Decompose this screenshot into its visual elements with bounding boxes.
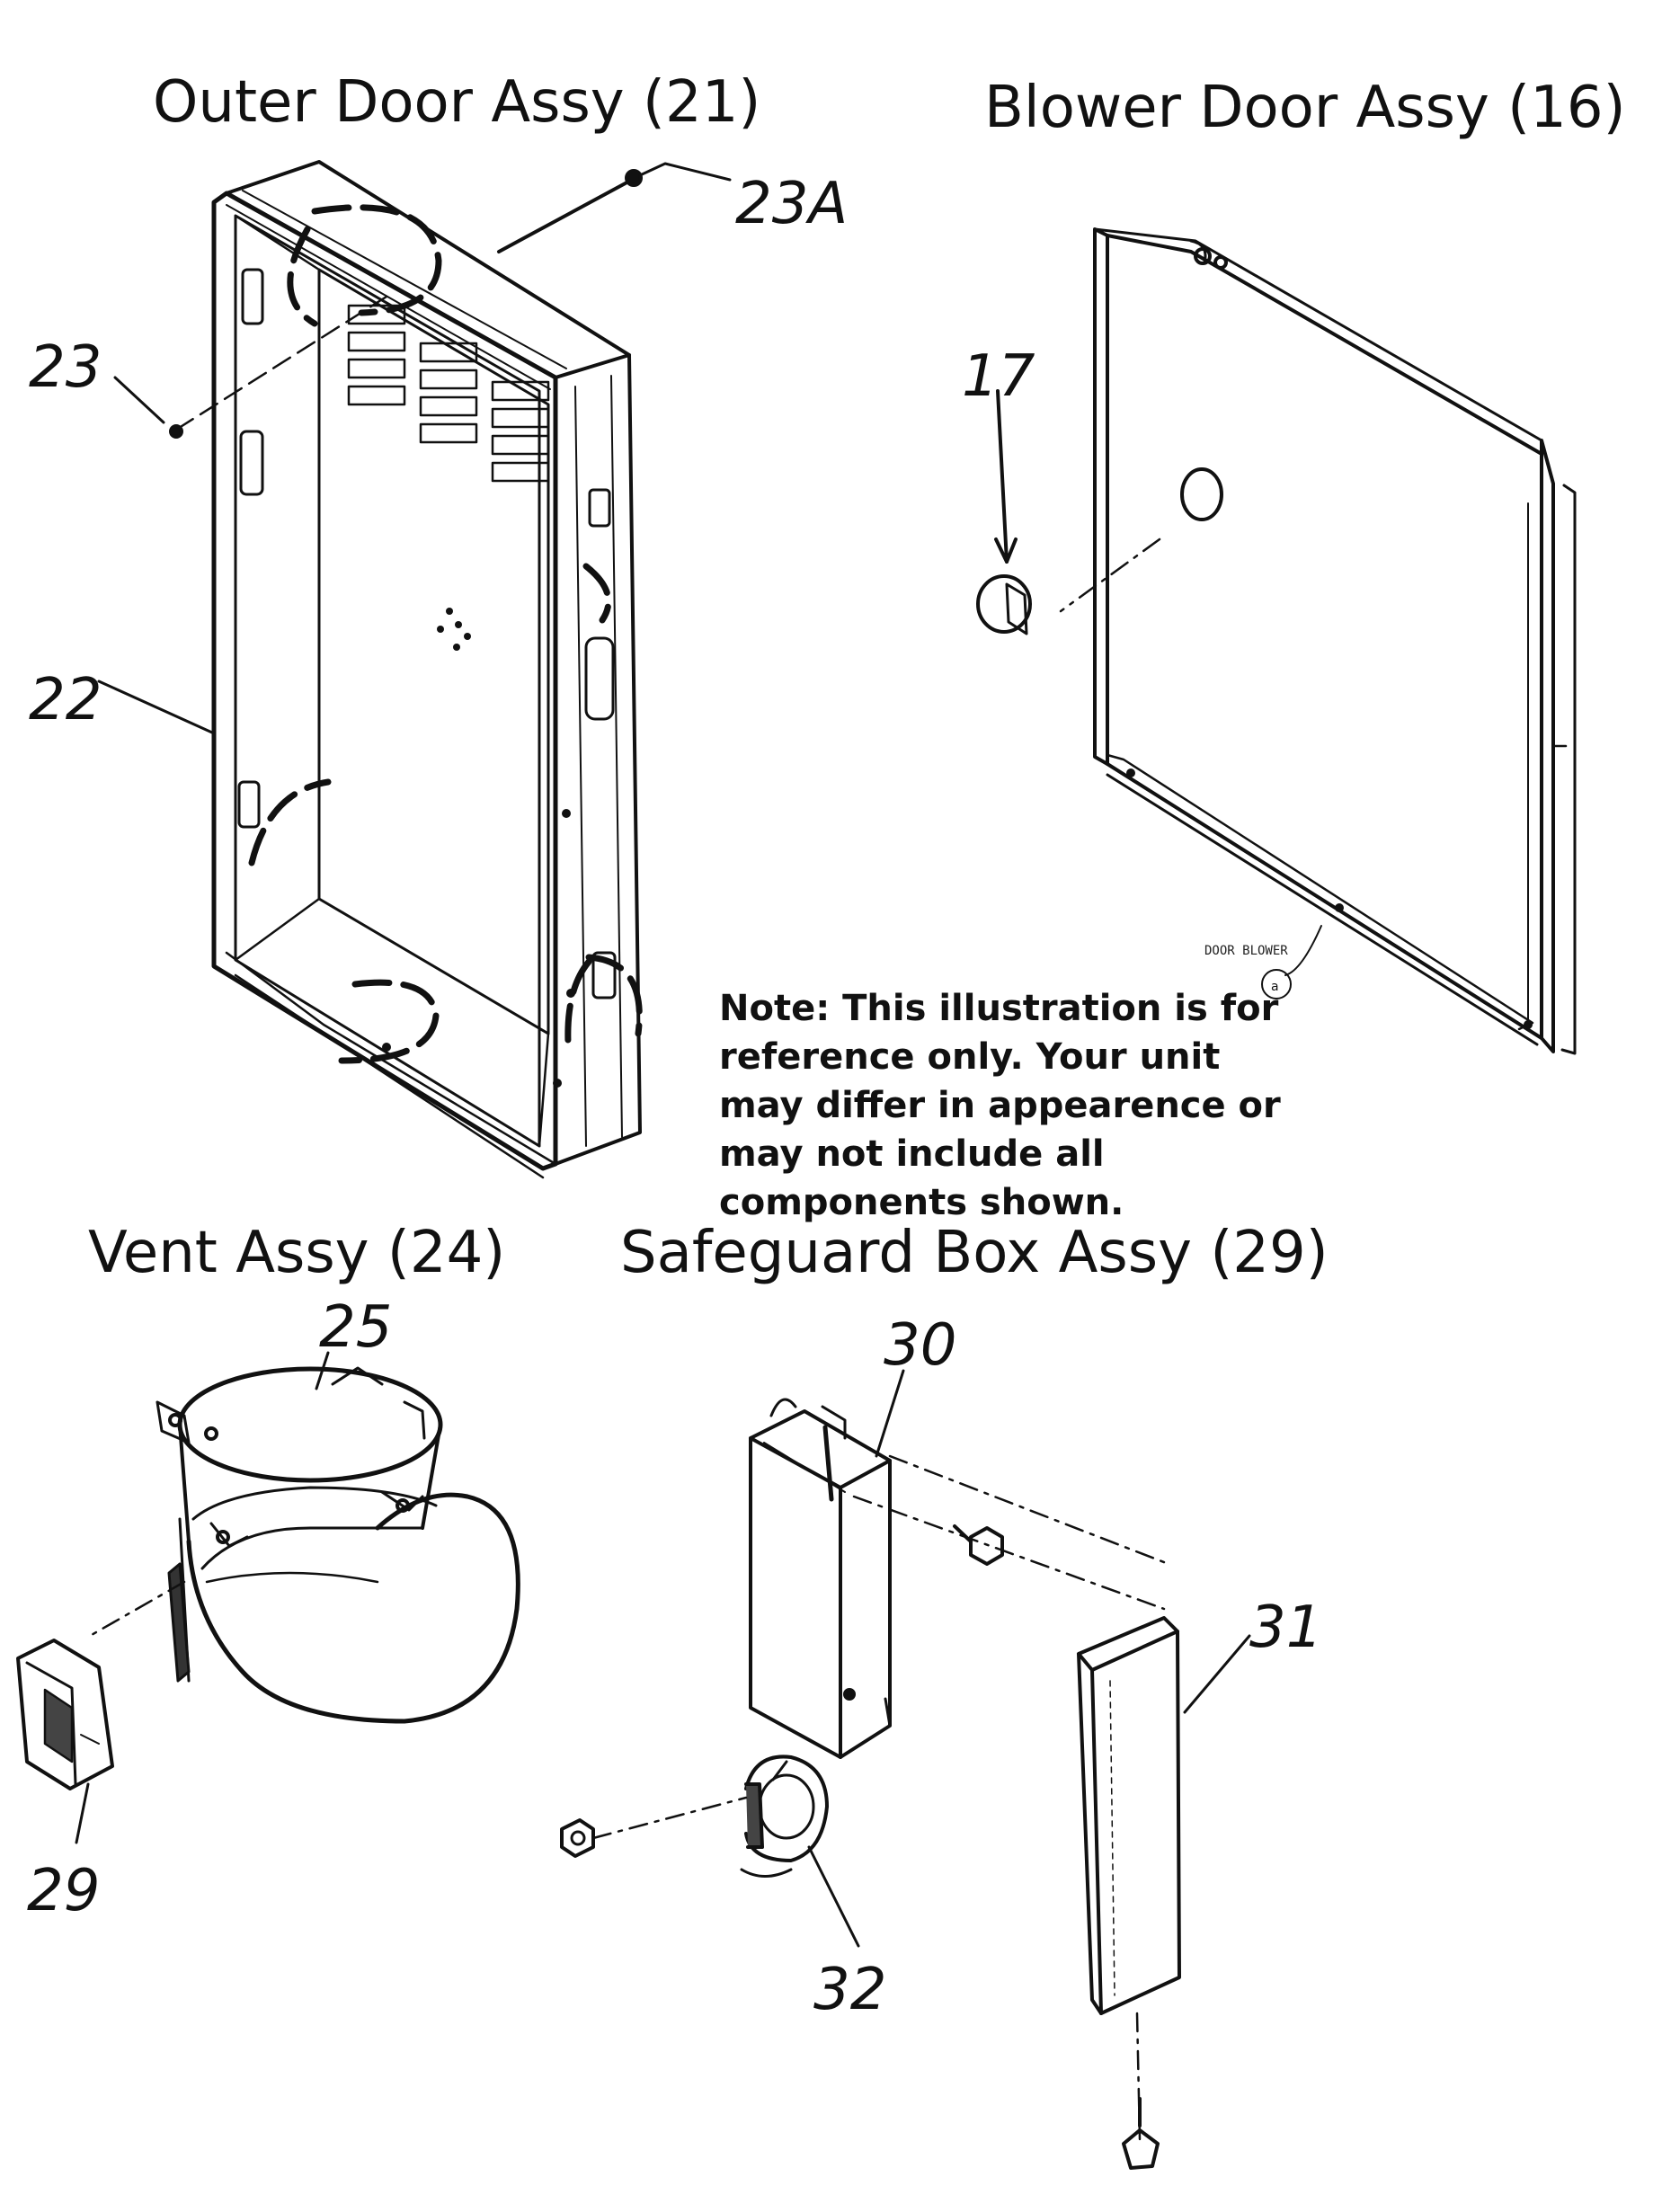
callout-31: 31 xyxy=(1249,1595,1322,1661)
title-blower-door-assy: Blower Door Assy (16) xyxy=(984,75,1626,141)
vent-part xyxy=(16,1351,520,1844)
title-vent-assy: Vent Assy (24) xyxy=(88,1220,506,1286)
reference-note: Note: This illustration is for reference… xyxy=(719,988,1281,1223)
callout-32: 32 xyxy=(813,1957,886,2023)
callout-23: 23 xyxy=(29,334,102,401)
safeguard-box-part xyxy=(560,1369,1251,2170)
callout-17: 17 xyxy=(962,343,1035,410)
blower-door-part: a xyxy=(976,227,1577,1055)
callout-23a: 23A xyxy=(735,171,848,237)
title-safeguard-box-assy: Safeguard Box Assy (29) xyxy=(620,1220,1329,1286)
title-outer-door-assy: Outer Door Assy (21) xyxy=(153,69,761,136)
callout-22: 22 xyxy=(29,667,102,733)
svg-text:a: a xyxy=(1271,980,1279,994)
outer-door-part xyxy=(97,160,732,1179)
callout-29: 29 xyxy=(27,1858,100,1924)
door-plate-label: DOOR BLOWER xyxy=(1204,944,1288,958)
callout-25: 25 xyxy=(319,1294,392,1361)
callout-30: 30 xyxy=(884,1312,956,1379)
